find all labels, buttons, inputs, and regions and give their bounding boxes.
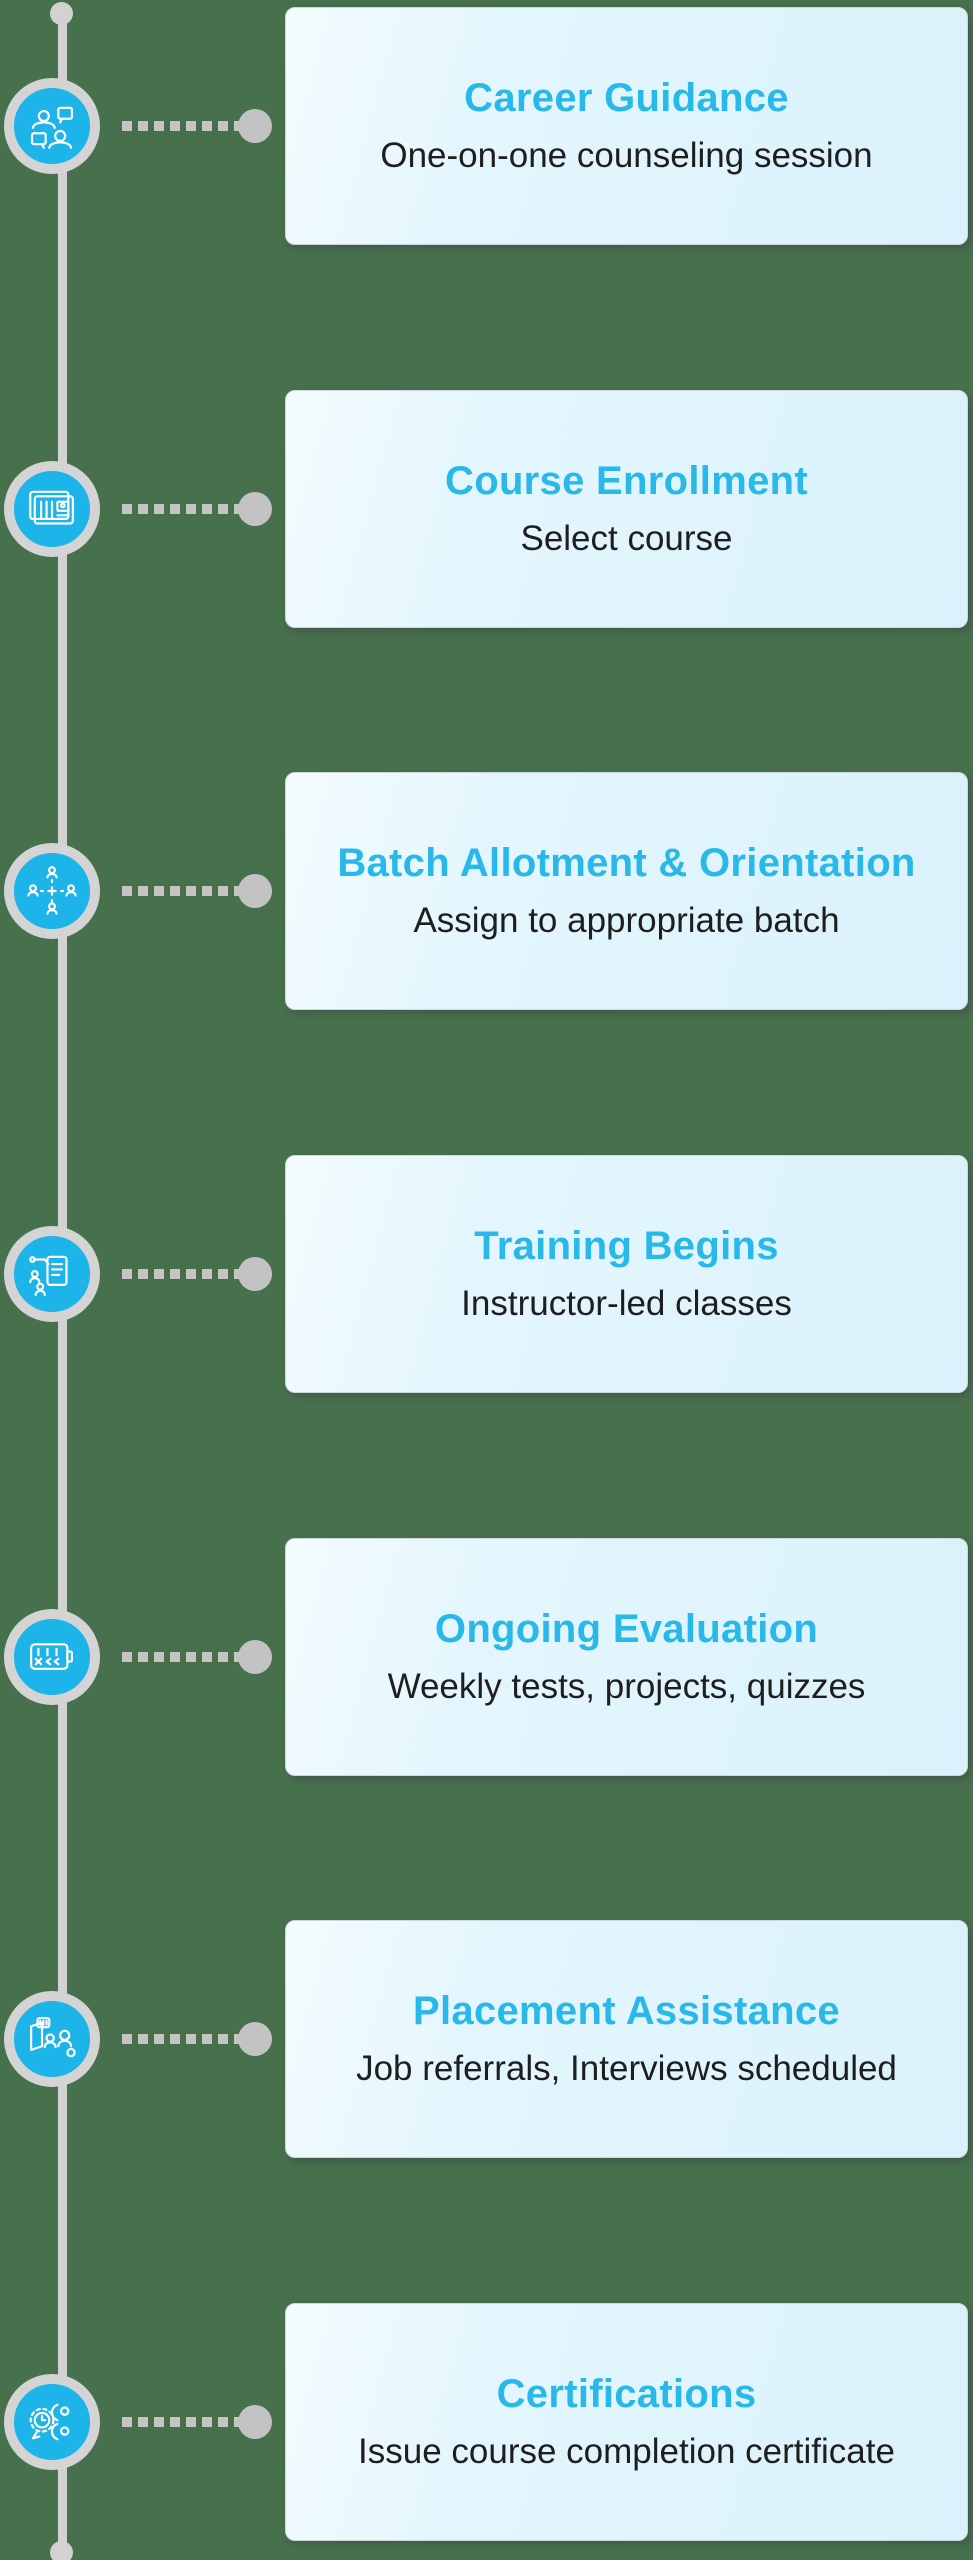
step-subtitle: Job referrals, Interviews scheduled <box>356 2049 897 2088</box>
step-subtitle: Instructor-led classes <box>461 1284 792 1323</box>
course-card-icon <box>4 461 100 557</box>
step-card: Ongoing Evaluation Weekly tests, project… <box>285 1538 968 1776</box>
timeline-start-dot <box>50 2 73 25</box>
step-card: Course Enrollment Select course <box>285 390 968 628</box>
step-card: Batch Allotment & Orientation Assign to … <box>285 772 968 1010</box>
step-title: Placement Assistance <box>413 1989 840 2033</box>
connector-dot <box>238 2405 272 2439</box>
connector-dot <box>238 1257 272 1291</box>
step-subtitle: Issue course completion certificate <box>358 2432 895 2471</box>
step-subtitle: Select course <box>520 519 733 558</box>
timeline-end-dot <box>50 2541 73 2560</box>
group-assignment-icon <box>4 843 100 939</box>
step-title: Batch Allotment & Orientation <box>337 841 916 885</box>
timeline-step: Career Guidance One-on-one counseling se… <box>0 7 973 245</box>
instructor-board-icon <box>4 1226 100 1322</box>
step-card: Placement Assistance Job referrals, Inte… <box>285 1920 968 2158</box>
dotted-connector <box>122 1652 240 1662</box>
step-card: Training Begins Instructor-led classes <box>285 1155 968 1393</box>
timeline-step: Training Begins Instructor-led classes <box>0 1155 973 1393</box>
dotted-connector <box>122 2034 240 2044</box>
dotted-connector <box>122 121 240 131</box>
step-subtitle: Assign to appropriate batch <box>413 901 840 940</box>
step-title: Ongoing Evaluation <box>434 1607 819 1651</box>
placement-network-icon <box>4 1991 100 2087</box>
dotted-connector <box>122 1269 240 1279</box>
step-title: Training Begins <box>474 1224 779 1268</box>
connector-dot <box>238 109 272 143</box>
step-card: Career Guidance One-on-one counseling se… <box>285 7 968 245</box>
timeline-step: Certifications Issue course completion c… <box>0 2303 973 2541</box>
counseling-session-icon <box>4 78 100 174</box>
step-title: Course Enrollment <box>445 459 808 503</box>
step-card: Certifications Issue course completion c… <box>285 2303 968 2541</box>
connector-dot <box>238 2022 272 2056</box>
evaluation-checklist-icon <box>4 1609 100 1705</box>
connector-dot <box>238 874 272 908</box>
timeline-step: Course Enrollment Select course <box>0 390 973 628</box>
timeline-step: Ongoing Evaluation Weekly tests, project… <box>0 1538 973 1776</box>
connector-dot <box>238 492 272 526</box>
timeline-step: Batch Allotment & Orientation Assign to … <box>0 772 973 1010</box>
certificate-badge-icon <box>4 2374 100 2470</box>
dotted-connector <box>122 2417 240 2427</box>
step-title: Career Guidance <box>464 76 789 120</box>
step-subtitle: Weekly tests, projects, quizzes <box>387 1667 866 1706</box>
step-subtitle: One-on-one counseling session <box>380 136 873 175</box>
timeline-step: Placement Assistance Job referrals, Inte… <box>0 1920 973 2158</box>
step-title: Certifications <box>496 2372 757 2416</box>
dotted-connector <box>122 504 240 514</box>
connector-dot <box>238 1640 272 1674</box>
dotted-connector <box>122 886 240 896</box>
